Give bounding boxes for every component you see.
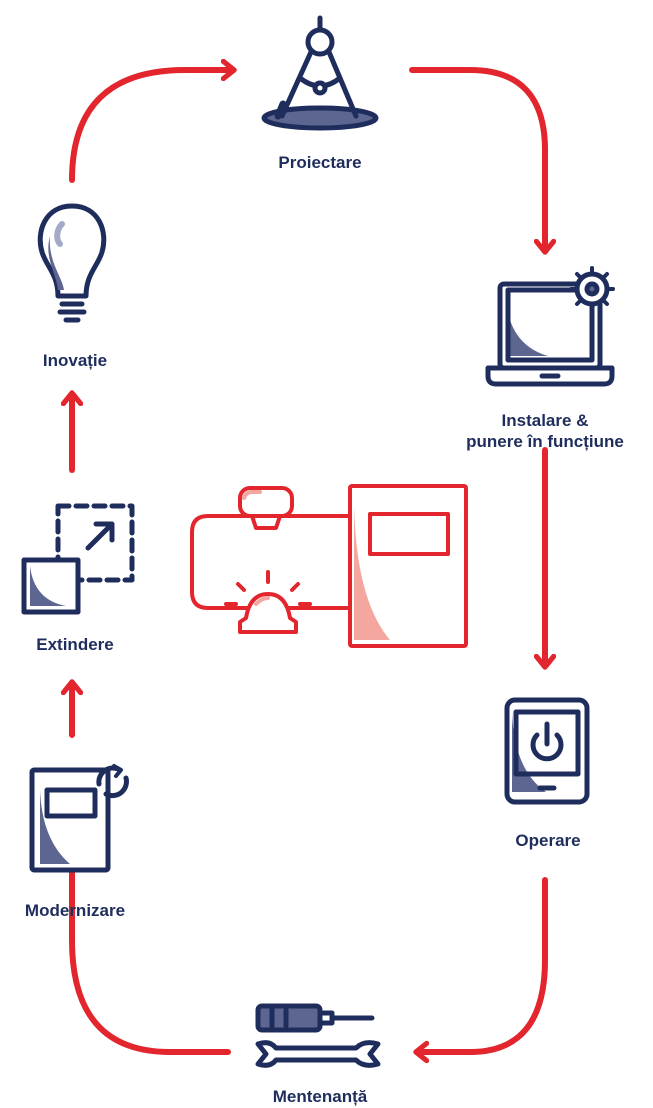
compass-icon bbox=[261, 15, 379, 131]
arrow-mentenanta-to-modernizare bbox=[72, 792, 231, 1055]
screwdriver-wrench-icon bbox=[255, 1003, 381, 1068]
panel-refresh-icon bbox=[29, 764, 129, 873]
label-inovatie: Inovație bbox=[42, 351, 108, 370]
label-instalare-line1: Instalare & bbox=[501, 411, 589, 430]
lightbulb-icon bbox=[37, 203, 107, 323]
arrow-operare-to-mentenanta bbox=[418, 877, 548, 1052]
label-proiectare: Proiectare bbox=[278, 153, 362, 172]
tablet-power-icon bbox=[504, 697, 590, 805]
expand-icon bbox=[21, 503, 135, 615]
label-modernizare: Modernizare bbox=[24, 901, 126, 920]
label-operare: Operare bbox=[515, 831, 581, 850]
label-extindere: Extindere bbox=[36, 635, 114, 654]
fire-alarm-system-icon bbox=[190, 484, 468, 648]
label-instalare-line2: punere în funcțiune bbox=[466, 432, 624, 451]
arrow-proiectare-to-instalare bbox=[409, 67, 545, 250]
label-mentenanta: Mentenanță bbox=[272, 1087, 368, 1106]
laptop-gear-icon bbox=[485, 266, 615, 387]
arrow-inovatie-to-proiectare bbox=[69, 70, 232, 183]
